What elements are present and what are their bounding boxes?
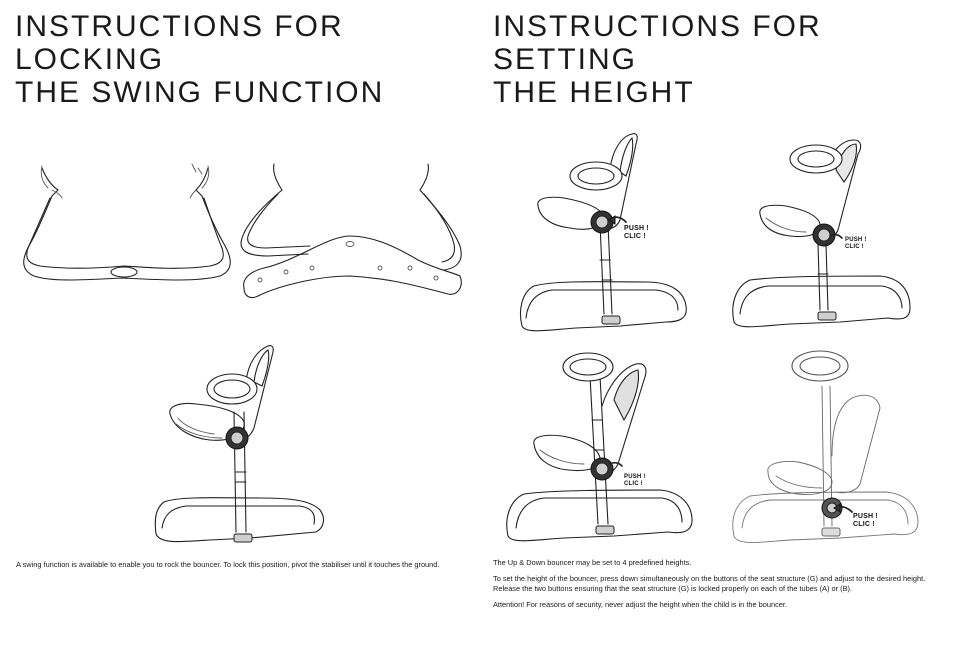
push-clic-callout: PUSH ! CLIC ! xyxy=(853,513,878,529)
bouncer-swing-illustration xyxy=(150,342,330,552)
swing-function-text: A swing function is available to enable … xyxy=(16,560,440,569)
push-clic-callout: PUSH ! CLIC ! xyxy=(624,225,649,241)
title-line: THE HEIGHT xyxy=(493,76,695,109)
clic-label: CLIC ! xyxy=(845,244,864,250)
push-clic-callout: PUSH ! CLIC ! xyxy=(624,474,646,488)
height-step4-illustration xyxy=(728,346,920,546)
height-step3-illustration xyxy=(504,340,696,546)
title-line: INSTRUCTIONS FOR LOCKING xyxy=(15,10,344,76)
push-label: PUSH ! xyxy=(624,225,649,232)
height-paragraph: To set the height of the bouncer, press … xyxy=(493,574,926,593)
clic-label: CLIC ! xyxy=(853,521,875,528)
clic-label: CLIC ! xyxy=(624,481,643,487)
stabiliser-frame-illustration xyxy=(238,160,466,302)
push-clic-callout: PUSH ! CLIC ! xyxy=(845,237,867,251)
clic-label: CLIC ! xyxy=(624,233,646,240)
base-frame-illustration xyxy=(12,160,240,300)
height-step2-illustration xyxy=(730,134,916,328)
height-paragraph: The Up & Down bouncer may be set to 4 pr… xyxy=(493,558,692,567)
height-step1-illustration xyxy=(516,130,692,332)
push-label: PUSH ! xyxy=(845,237,867,243)
height-paragraph: Attention! For reasons of security, neve… xyxy=(493,600,788,609)
height-instructions-text: The Up & Down bouncer may be set to 4 pr… xyxy=(493,558,939,616)
push-label: PUSH ! xyxy=(853,513,878,520)
title-line: INSTRUCTIONS FOR SETTING xyxy=(493,10,822,76)
title-locking-swing: INSTRUCTIONS FOR LOCKING THE SWING FUNCT… xyxy=(15,10,455,109)
title-line: THE SWING FUNCTION xyxy=(15,76,385,109)
push-label: PUSH ! xyxy=(624,474,646,480)
title-setting-height: INSTRUCTIONS FOR SETTING THE HEIGHT xyxy=(493,10,933,109)
